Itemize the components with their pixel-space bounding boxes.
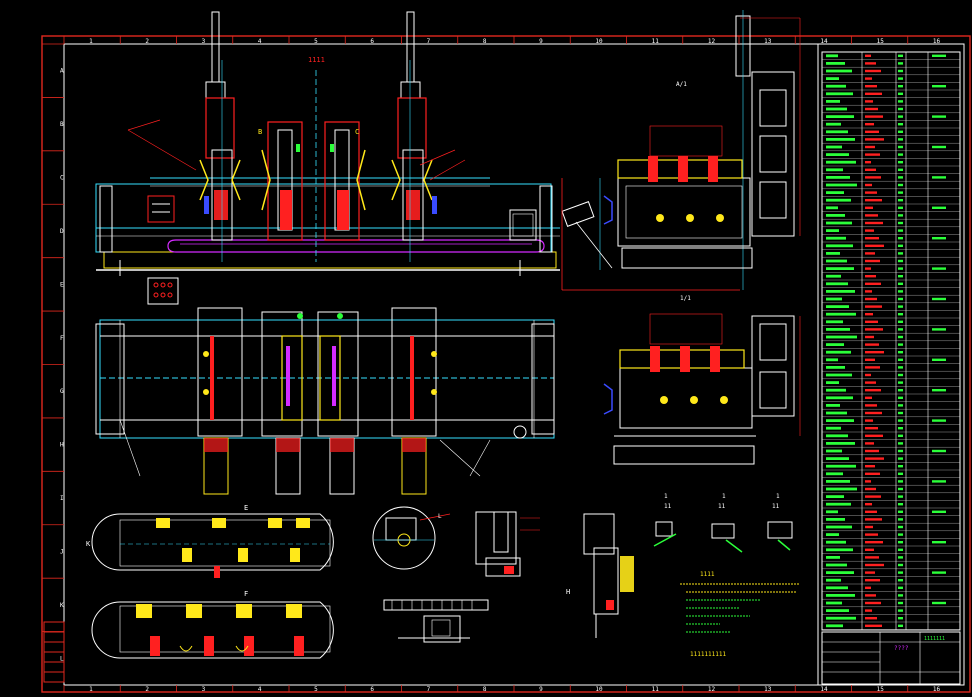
- grid-row-label: B: [60, 121, 64, 128]
- grid-row-label: E: [60, 281, 64, 288]
- detail-label-l: L: [438, 513, 442, 520]
- small-detail-2: 1 11: [711, 493, 743, 553]
- grid-bottom-label: 8: [483, 686, 487, 693]
- grid-row-label: K: [60, 602, 64, 609]
- grid-top-label: 9: [539, 38, 543, 45]
- side-view-label-upper: A/1: [676, 81, 687, 88]
- grid-row-label: L: [60, 655, 64, 662]
- detail-label-f: F: [244, 590, 248, 598]
- grid-top-label: 6: [370, 38, 374, 45]
- grid-bottom-label: 15: [877, 686, 885, 693]
- grid-row-label: G: [60, 388, 64, 395]
- grid-top-label: 10: [595, 38, 603, 45]
- detail-view-bracket-2: H: [566, 513, 634, 638]
- grid-bottom-label: 3: [202, 686, 206, 693]
- grid-row-label: D: [60, 228, 64, 235]
- bill-of-materials: [821, 51, 961, 631]
- detail-view-circle: L: [372, 506, 451, 570]
- grid-row-label: C: [60, 175, 64, 182]
- grid-bottom-label: 13: [764, 686, 772, 693]
- small-detail-label-f: 11: [772, 503, 780, 510]
- title-block: ???? 1111111: [821, 631, 961, 685]
- small-detail-label-b: 1: [722, 493, 726, 500]
- notes-title: 1111: [700, 571, 715, 578]
- detail-view-lower-oval: F: [91, 590, 334, 659]
- detail-view-bracket-1: [475, 511, 540, 577]
- small-detail-label-c: 1: [776, 493, 780, 500]
- detail-label-e: E: [244, 504, 248, 512]
- grid-row-label: I: [60, 495, 64, 502]
- grid-bottom-label: 1: [89, 686, 93, 693]
- notes-footer: 1111111111: [690, 651, 727, 658]
- grid-top-label: 12: [708, 38, 716, 45]
- detail-label-k: K: [86, 540, 91, 548]
- grid-top-label: 1: [89, 38, 93, 45]
- small-detail-label-a: 1: [664, 493, 668, 500]
- grid-top-label: 3: [202, 38, 206, 45]
- grid-row-label: F: [60, 335, 64, 342]
- grid-top-label: 5: [314, 38, 318, 45]
- grid-bottom-label: 2: [145, 686, 149, 693]
- grid-row-label: H: [60, 442, 64, 449]
- plan-view: [95, 307, 555, 495]
- small-detail-label-e: 11: [718, 503, 726, 510]
- grid-row-label: A: [60, 68, 64, 75]
- grid-bottom-label: 14: [820, 686, 828, 693]
- grid-top-label: 4: [258, 38, 262, 45]
- small-detail-3: 1 11: [767, 493, 793, 551]
- section-label-b: B: [258, 128, 262, 136]
- grid-bottom-label: 6: [370, 686, 374, 693]
- control-panel-detail: [147, 277, 179, 305]
- grid-bottom-label: 7: [427, 686, 431, 693]
- side-view-upper: A/1: [561, 10, 801, 291]
- section-label-c: C: [355, 128, 359, 136]
- grid-top-label: 15: [877, 38, 885, 45]
- side-view-label-lower: 1/1: [680, 295, 691, 302]
- side-view-lower: 1/1: [603, 295, 801, 465]
- grid-top-label: 7: [427, 38, 431, 45]
- sheet-border: [41, 35, 971, 693]
- grid-bottom-label: 5: [314, 686, 318, 693]
- small-detail-label-d: 11: [664, 503, 672, 510]
- grid-top-label: 11: [652, 38, 660, 45]
- technical-notes: 1111 1111111111: [680, 571, 800, 658]
- view-label-center: 1111: [308, 56, 325, 64]
- grid-bottom-label: 4: [258, 686, 262, 693]
- detail-view-rail: [383, 599, 489, 643]
- grid-bottom-label: 12: [708, 686, 716, 693]
- grid-bottom-label: 9: [539, 686, 543, 693]
- left-revision-stamp: [43, 621, 65, 683]
- grid-top-label: 13: [764, 38, 772, 45]
- detail-view-upper-oval: K E: [86, 504, 334, 578]
- title-block-company: 1111111: [924, 636, 945, 642]
- grid-top-label: 16: [933, 38, 941, 45]
- detail-label-h: H: [566, 588, 570, 596]
- grid-top-label: 14: [820, 38, 828, 45]
- grid-bottom-label: 16: [933, 686, 941, 693]
- title-block-title: ????: [894, 645, 909, 652]
- grid-top-label: 2: [145, 38, 149, 45]
- grid-bottom-label: 10: [595, 686, 603, 693]
- grid-top-label: 8: [483, 38, 487, 45]
- front-elevation-view: 1111 B C: [95, 11, 560, 276]
- grid-row-label: J: [60, 548, 64, 555]
- grid-bottom-label: 11: [652, 686, 660, 693]
- small-detail-1: 1 11: [653, 493, 677, 547]
- grid-row-markers: A B C D E F G H I J K L: [42, 43, 64, 662]
